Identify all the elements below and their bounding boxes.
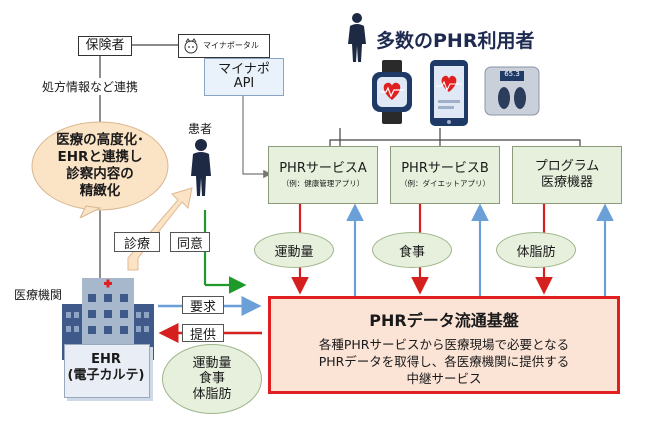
platform-desc-line1: 各種PHRサービスから医療現場で必要となる [318,337,570,352]
phr-service-a-name: PHRサービスA [279,160,367,176]
provided-data-line3: 体脂肪 [192,386,232,402]
consent-label: 同意 [176,236,203,252]
smartphone-icon [430,60,468,126]
patient-label: 患者 [188,122,213,136]
data-type-exercise-label: 運動量 [274,244,314,260]
ehr-document [64,344,150,398]
provided-data-line2: 食事 [198,371,225,387]
weight-scale-icon [484,66,540,116]
request-tag: 要求 [182,296,224,315]
bubble-line3: 診察内容の [66,165,134,182]
phr-service-b-name: PHRサービスB [401,160,489,176]
phr-service-a: PHRサービスA （例：健康管理アプリ） [268,146,378,204]
user-icon [348,13,366,62]
ehr-line2: (電子カルテ) [67,368,145,384]
insurer-label: 保険者 [85,37,125,53]
program-medical-device-line2: 医療機器 [540,175,593,190]
ehr-line1: EHR [91,352,121,367]
prescription-link-label: 処方情報など連携 [40,78,141,95]
program-medical-device: プログラム 医療機器 [512,146,622,204]
program-medical-device-line1: プログラム [534,159,600,175]
data-type-exercise: 運動量 [254,232,334,268]
phr-service-a-example: （例：健康管理アプリ） [281,179,365,189]
bubble-line2: EHRと連携し [57,148,143,165]
diagnosis-label: 診療 [123,236,150,252]
mynaportal-api-line1: マイナポ [218,61,270,77]
bubble-line1: 医療の高度化･ [56,132,144,148]
data-type-body-fat: 体脂肪 [496,232,576,268]
speech-bubble [31,121,169,218]
smartwatch-icon [372,60,412,124]
mynaportal-api-line2: API [233,76,255,91]
platform-title: PHRデータ流通基盤 [369,311,519,330]
mynaportal-logo: マイナポータル [178,34,270,58]
phr-service-b-example: （例：ダイエットアプリ） [400,179,490,189]
provided-data-oval: 運動量 食事 体脂肪 [162,344,262,414]
data-type-body-fat-label: 体脂肪 [516,244,556,260]
patient-icon [191,139,211,196]
mascot-icon [184,38,198,54]
provide-label: 提供 [189,327,216,343]
title: 多数のPHR利用者 [376,30,535,52]
ehr-label: EHR (電子カルテ) [64,352,148,385]
data-type-meal-label: 食事 [398,244,425,260]
medical-institution-label: 医療機関 [14,288,63,302]
scale-reading: 65.3 [504,70,520,78]
data-type-meal: 食事 [372,232,452,268]
consent-tag: 同意 [170,232,210,252]
phr-data-platform: PHRデータ流通基盤 各種PHRサービスから医療現場で必要となる PHRデータを… [268,296,620,394]
platform-desc-line3: 中継サービス [406,370,482,386]
request-label: 要求 [189,299,216,315]
bubble-text: 医療の高度化･ EHRと連携し 診察内容の 精緻化 [36,132,164,200]
platform-desc-line2: PHRデータを取得し、各医療機関に提供する [318,353,570,369]
phr-service-b: PHRサービスB （例：ダイエットアプリ） [390,146,500,204]
provide-tag: 提供 [182,324,224,343]
insurer-box: 保険者 [78,36,132,56]
mynaportal-api-box: マイナポ API [204,58,284,96]
diagnosis-tag: 診療 [114,232,160,252]
mynaportal-logo-text: マイナポータル [203,40,259,50]
provided-data-line1: 運動量 [192,355,232,371]
bubble-line4: 精緻化 [79,182,121,199]
